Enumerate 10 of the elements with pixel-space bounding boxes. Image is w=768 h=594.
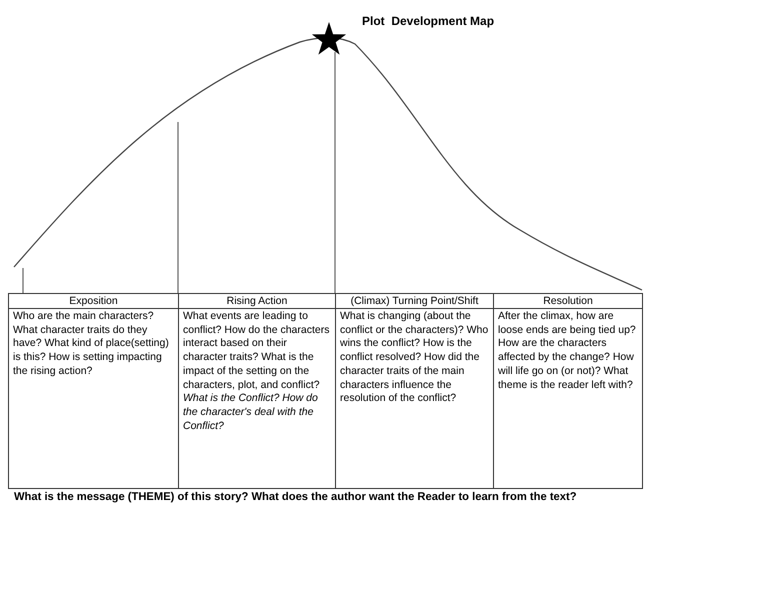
- column-header: Resolution: [542, 294, 594, 308]
- table-cell-text: Who are the main characters? What character traits do they have? What kind of place(setting) is this? How is setting impacting the rising action?: [12, 309, 170, 379]
- column-header: Exposition: [68, 294, 119, 308]
- column-header: (Climax) Turning Point/Shift: [350, 294, 480, 308]
- column-header: Rising Action: [226, 294, 288, 308]
- table-cell-text: What is changing (about the conflict or the characters)? Who wins the conflict? How is the conflict resolved? How did the character traits of the main characters influence the resolution of the conflict?: [339, 309, 490, 406]
- table-cell-text: After the climax, how are loose ends are being tied up? How are the characters affected by the change? How will life go on (or not)? What theme is the reader left with?: [497, 309, 637, 393]
- table-cell-text: What events are leading to conflict? How do the characters interact based on their character traits? What is the impact of the setting on the characters, plot, and conflict? What is the Conflict? How do the character's deal with the Conflict?: [182, 309, 330, 434]
- theme-question: What is the message (THEME) of this story? What does the author want the Reader to learn from the text?: [14, 491, 577, 503]
- title: Plot Development Map: [362, 14, 494, 28]
